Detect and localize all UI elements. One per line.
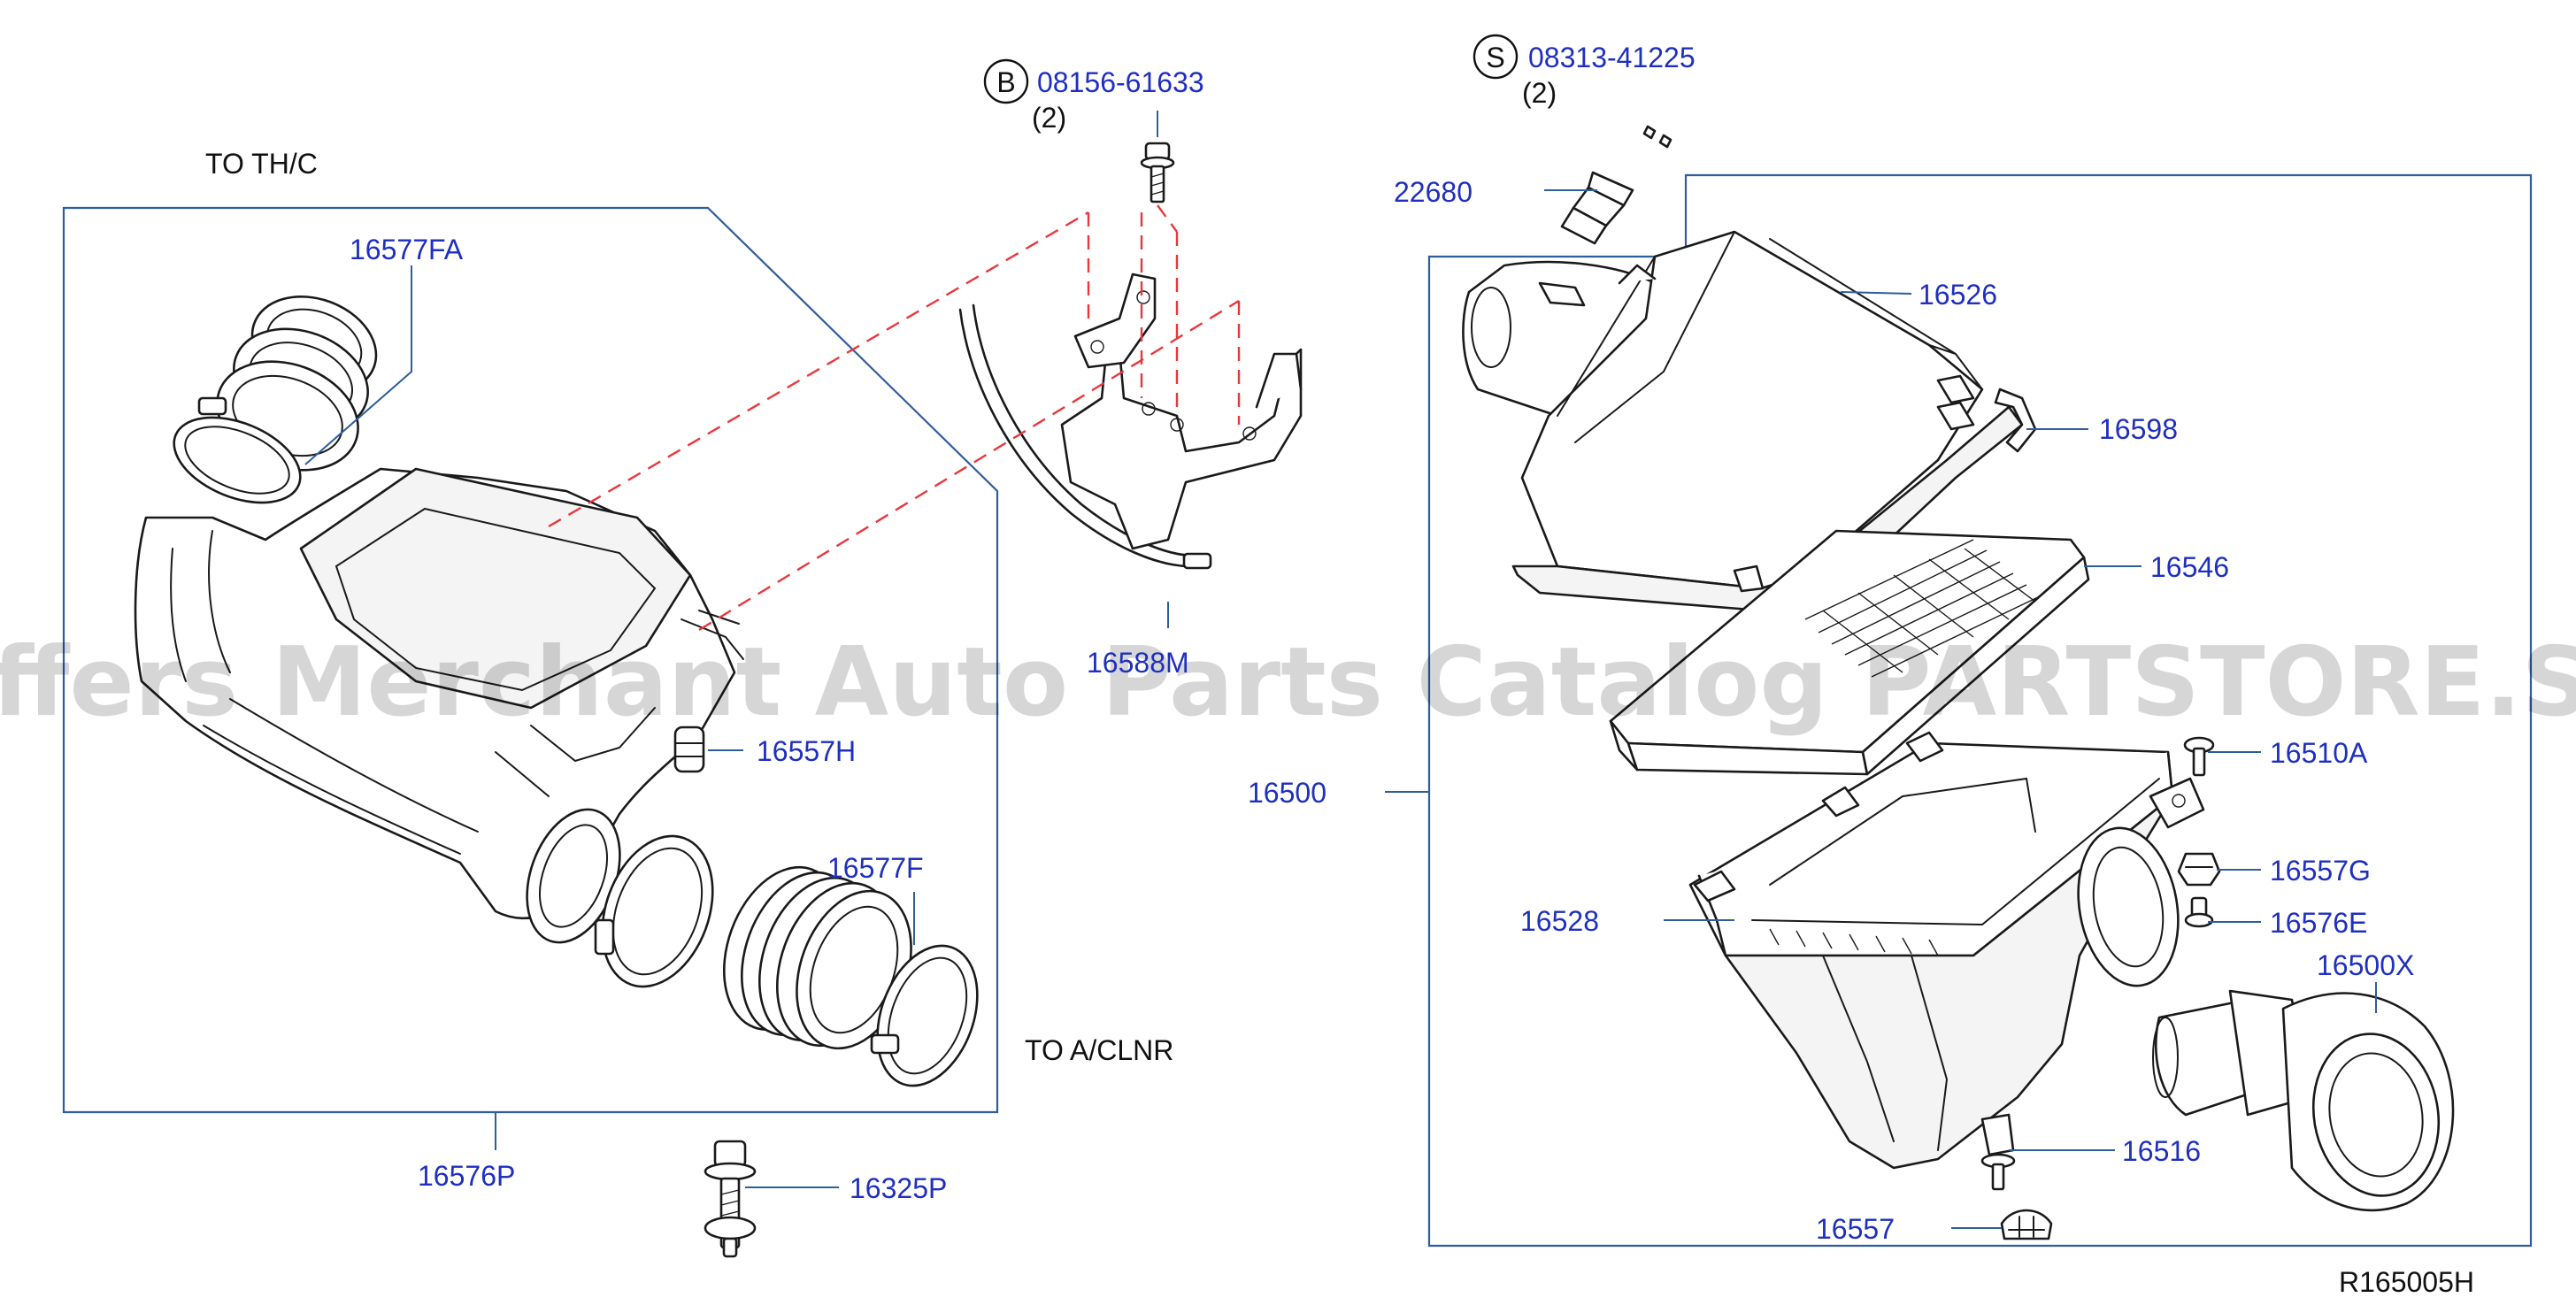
symbol-s-circle [1473,34,1519,80]
label-16500[interactable]: 16500 [1248,777,1326,809]
grommet-16557G [2177,852,2221,887]
left-group-frame [62,206,999,1114]
label-16557G[interactable]: 16557G [2270,855,2371,887]
label-16577FA[interactable]: 16577FA [350,234,464,265]
label-16557H[interactable]: 16557H [757,735,856,767]
label-16576E[interactable]: 16576E [2270,907,2367,939]
clip-16598 [1994,388,2037,453]
clamp-lower-left [594,834,714,988]
label-16598[interactable]: 16598 [2099,413,2178,445]
air-duct-16576P [134,467,744,944]
grommet-16557H [673,726,705,773]
symbol-s: S [1486,42,1504,73]
label-16510A[interactable]: 16510A [2270,737,2368,769]
label-16557[interactable]: 16557 [1816,1213,1895,1245]
screw-08313-41225 [1642,125,1672,149]
label-16516[interactable]: 16516 [2122,1135,2201,1167]
note-to-aclnr: TO A/CLNR [1025,1034,1173,1066]
label-08156-61633[interactable]: 08156-61633 [1037,66,1204,98]
label-16325P[interactable]: 16325P [850,1172,947,1204]
label-08313-41225[interactable]: 08313-41225 [1528,42,1696,73]
collar-16576E [2184,896,2214,928]
qty-b: (2) [1032,102,1066,134]
figure-code: R165005H [2339,1266,2474,1298]
callout-fastener-s: S 08313-41225 (2) [1473,34,1696,109]
air-cleaner-case-16528 [1688,731,2205,1170]
label-16500X[interactable]: 16500X [2317,949,2414,981]
label-22680[interactable]: 22680 [1394,176,1473,208]
bracket-16588M [958,273,1303,570]
leader-lines [304,111,2377,1229]
duct-16500X [2152,989,2455,1212]
label-16546[interactable]: 16546 [2150,551,2229,583]
label-16526[interactable]: 16526 [1919,279,1997,311]
grommet-16557 [2000,1209,2053,1240]
filter-element-16546 [1609,529,2090,776]
clamp-upper [173,396,302,504]
bolt-08156-61633 [1140,142,1175,203]
bolt-16516 [1980,1113,2016,1191]
label-16576P[interactable]: 16576P [418,1160,515,1192]
bolt-16325P [704,1140,757,1258]
note-to-thc: TO TH/C [205,148,318,180]
hose-16577F [722,865,912,1050]
alignment-lines [548,204,1241,632]
label-16577F[interactable]: 16577F [827,852,924,884]
label-16588M[interactable]: 16588M [1087,647,1189,679]
symbol-b-circle [983,58,1029,104]
watermark: Offers Merchant Auto Parts Catalog PARTS… [0,627,2576,738]
symbol-b: B [996,66,1015,98]
bolt-16510A [2183,736,2215,777]
clamp-lower-right [870,944,979,1087]
air-cleaner-cover-16526 [1462,230,2024,612]
label-16528[interactable]: 16528 [1520,905,1599,937]
callout-fastener-b: B 08156-61633 (2) [983,58,1204,134]
sensor-22680 [1560,171,1634,245]
qty-s: (2) [1522,77,1557,109]
